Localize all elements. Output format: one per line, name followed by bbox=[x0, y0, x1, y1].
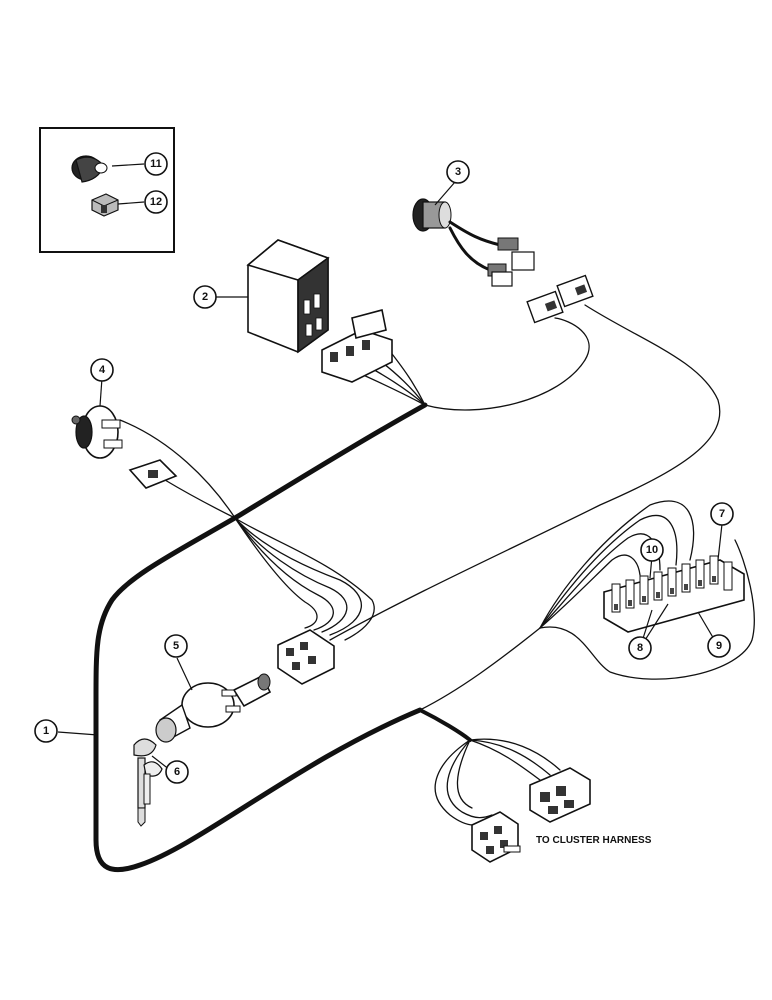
callout-7: 7 bbox=[710, 502, 734, 526]
cluster-connector-large bbox=[529, 767, 591, 823]
callout-2: 2 bbox=[193, 285, 217, 309]
callout-5: 5 bbox=[164, 634, 188, 658]
svg-text:5: 5 bbox=[173, 640, 179, 652]
main-harness-trunk bbox=[93, 402, 428, 873]
svg-text:10: 10 bbox=[646, 544, 658, 556]
wires-cluster bbox=[418, 708, 561, 826]
wires-part-4 bbox=[119, 419, 375, 641]
part-7-fuse-block bbox=[603, 555, 745, 633]
svg-text:12: 12 bbox=[150, 196, 162, 208]
svg-text:11: 11 bbox=[150, 158, 162, 170]
callout-4: 4 bbox=[90, 358, 114, 382]
wire-to-part-3 bbox=[424, 317, 590, 411]
svg-text:6: 6 bbox=[174, 766, 180, 778]
inset-box bbox=[39, 127, 175, 253]
callout-10: 10 bbox=[640, 538, 664, 562]
callout-8: 8 bbox=[628, 636, 652, 660]
callout-1: 1 bbox=[34, 719, 58, 743]
callout-6: 6 bbox=[165, 760, 189, 784]
cluster-harness-label: TO CLUSTER HARNESS bbox=[536, 835, 652, 846]
part-11-clip bbox=[71, 155, 108, 183]
svg-text:4: 4 bbox=[99, 364, 106, 376]
svg-text:9: 9 bbox=[716, 640, 722, 652]
svg-text:2: 2 bbox=[202, 291, 208, 303]
svg-text:3: 3 bbox=[455, 166, 461, 178]
part-4-switch bbox=[71, 405, 178, 489]
part-6-keys bbox=[133, 738, 163, 827]
callout-11: 11 bbox=[144, 152, 168, 176]
svg-text:7: 7 bbox=[719, 508, 725, 520]
part-12-nut bbox=[91, 193, 119, 217]
part-5-ignition-switch bbox=[155, 673, 272, 743]
part-2-relay bbox=[246, 239, 330, 354]
callout-3: 3 bbox=[446, 160, 470, 184]
callout-9: 9 bbox=[707, 634, 731, 658]
part-3-sender bbox=[412, 198, 594, 324]
center-connector bbox=[277, 629, 335, 685]
long-wire-right bbox=[329, 304, 721, 641]
svg-text:8: 8 bbox=[637, 642, 643, 654]
callout-12: 12 bbox=[144, 190, 168, 214]
relay-connector bbox=[321, 309, 393, 383]
cluster-connector-small bbox=[471, 811, 521, 863]
svg-text:1: 1 bbox=[43, 725, 49, 737]
wires-fuse-block bbox=[419, 500, 755, 711]
